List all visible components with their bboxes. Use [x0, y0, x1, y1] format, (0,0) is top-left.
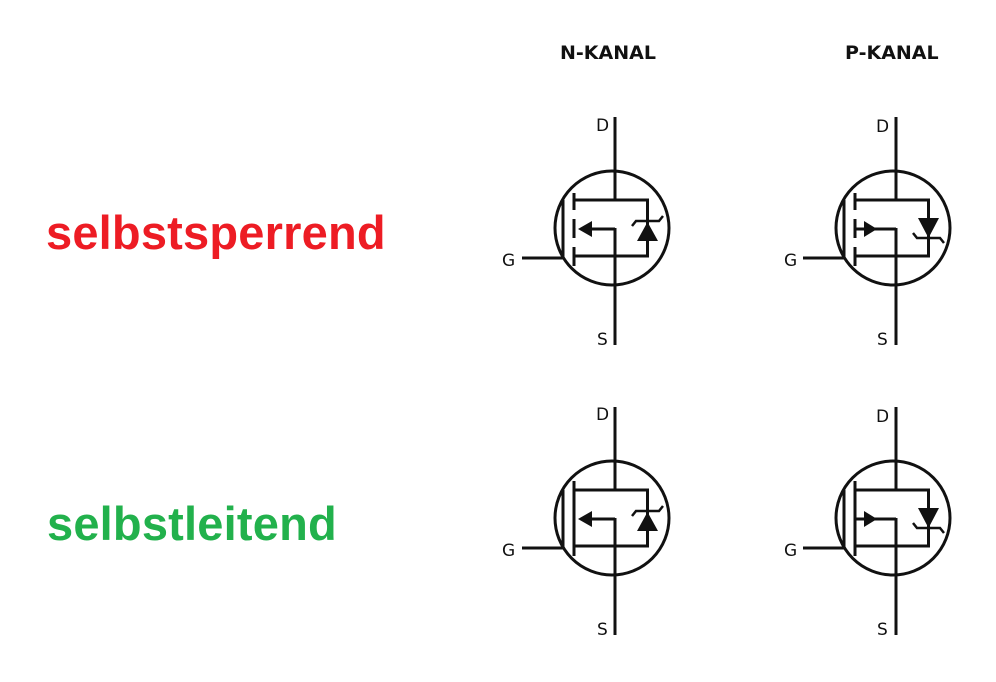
source-label: S — [877, 620, 888, 640]
gate-label: G — [784, 251, 797, 271]
mosfet-n-channel-depletion-symbol: D G S — [502, 405, 671, 640]
gate-label: G — [502, 251, 515, 271]
mosfet-p-channel-enhancement-symbol: D G S — [784, 115, 952, 350]
drain-label: D — [596, 405, 609, 425]
source-label: S — [597, 620, 608, 640]
gate-label: G — [502, 541, 515, 561]
gate-label: G — [784, 541, 797, 561]
drain-label: D — [876, 407, 889, 427]
source-label: S — [877, 330, 888, 350]
source-label: S — [597, 330, 608, 350]
mosfet-p-channel-depletion-symbol: D G S — [784, 405, 952, 640]
mosfet-n-channel-enhancement-symbol: D G S — [502, 115, 671, 350]
row-label-enhancement: selbstsperrend — [46, 206, 386, 259]
column-header-p-channel: P-KANAL — [845, 42, 939, 64]
drain-label: D — [596, 116, 609, 136]
drain-label: D — [876, 117, 889, 137]
column-header-n-channel: N-KANAL — [560, 42, 656, 64]
row-label-depletion: selbstleitend — [47, 497, 337, 550]
